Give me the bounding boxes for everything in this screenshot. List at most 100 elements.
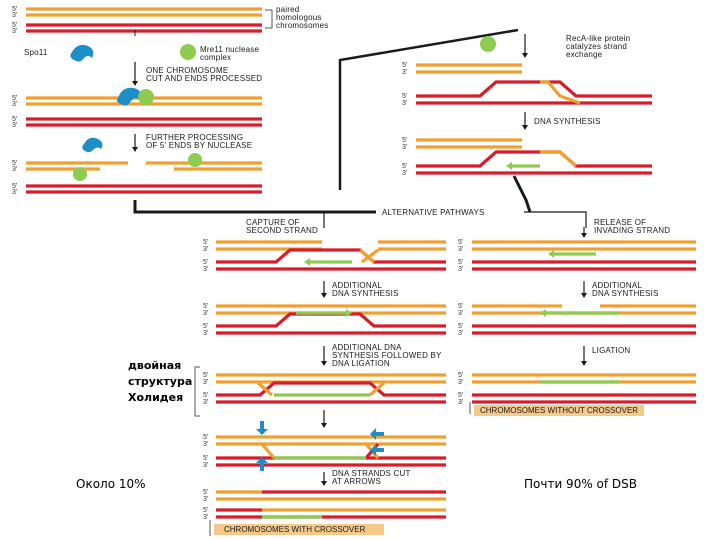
arrow-head-icon: [581, 293, 587, 298]
strand-end-label: 3': [203, 514, 208, 521]
synthesis-arrow-icon: [540, 309, 546, 317]
strand-end-label: 5': [203, 489, 208, 496]
strand-end-label: 3': [458, 399, 463, 406]
arrow-head-icon: [321, 423, 327, 428]
step-label-additional-synthesis-right: DNA SYNTHESIS: [592, 289, 659, 298]
strand-end-label: 5': [203, 303, 208, 310]
strand-end-label: 5': [12, 160, 17, 167]
mre11-label: Mre11 nuclease: [200, 45, 259, 54]
strand-end-label: 3': [458, 246, 463, 253]
strand-end-label: 3': [458, 266, 463, 273]
strand-end-label: 3': [12, 166, 17, 173]
strand-end-label: 5': [12, 22, 17, 29]
caption-box: [474, 405, 644, 416]
strand-end-label: 3': [203, 462, 208, 469]
strand-end-label: 5': [203, 323, 208, 330]
mre11-complex-icon: [138, 89, 154, 105]
dna-strand: [260, 442, 276, 460]
step-label-cut: CUT AND ENDS PROCESSED: [146, 74, 262, 83]
synthesis-arrow-icon: [304, 258, 310, 266]
connector-lines: [133, 9, 587, 536]
arrow-head-icon: [522, 125, 528, 130]
strand-end-label: 3': [203, 399, 208, 406]
step-label-additional-synthesis-right: ADDITIONAL: [592, 281, 642, 290]
strand-end-label: 5': [203, 372, 208, 379]
arrow-head-icon: [581, 233, 587, 238]
arrow-head-icon: [321, 361, 327, 366]
strand-end-label: 3': [12, 28, 17, 35]
strand-end-label: 5': [402, 62, 407, 69]
release-invading-strand-label: RELEASE OF: [594, 218, 646, 227]
strand-end-label: 3': [402, 100, 407, 107]
dna-strand: [540, 80, 581, 105]
spo11-label: Spo11: [24, 48, 48, 57]
strand-end-label: 3': [458, 330, 463, 337]
strand-end-label: 3': [12, 122, 17, 129]
crossover-percent-label: Около 10%: [76, 477, 146, 491]
arrow-head-icon: [581, 361, 587, 366]
alternative-pathways-label: ALTERNATIVE PATHWAYS: [382, 208, 485, 217]
strand-end-label: 3': [12, 189, 17, 196]
arrow-head-icon: [522, 53, 528, 58]
strand-end-label: 3': [203, 379, 208, 386]
bracket: [265, 9, 273, 29]
strand-end-label: 5': [12, 6, 17, 13]
step-label-ligation: LIGATION: [592, 346, 630, 355]
synthesis-arrow-icon: [548, 250, 554, 258]
reca-protein-icon: [480, 36, 496, 52]
strand-end-label: 3': [402, 144, 407, 151]
strand-end-label: 5': [12, 183, 17, 190]
strand-end-label: 3': [402, 170, 407, 177]
strand-end-label: 5': [203, 455, 208, 462]
step-label-synthesis-ligation: ADDITIONAL DNA: [332, 343, 402, 352]
step-label-synthesis-ligation: DNA LIGATION: [332, 359, 390, 368]
mre11-complex-icon: [180, 44, 196, 60]
strand-end-label: 3': [203, 310, 208, 317]
dna-strand: [256, 381, 274, 397]
step-label-further-processing: OF 5' ENDS BY NUCLEASE: [146, 141, 252, 150]
synthesis-arrow-icon: [506, 162, 512, 170]
strand-end-label: 5': [458, 259, 463, 266]
process-arrows: [132, 34, 587, 486]
dna-strand: [368, 381, 386, 397]
step-label-dna-synthesis: DNA SYNTHESIS: [534, 117, 601, 126]
dna-strand: [216, 312, 446, 328]
strand-end-label: 3': [12, 12, 17, 19]
strand-end-label: 5': [203, 392, 208, 399]
arrow-head-icon: [132, 147, 138, 152]
paired-chromosomes-label: homologous: [276, 13, 322, 22]
spo11-protein-icon: [70, 44, 94, 62]
cut-arrow-icon: [256, 421, 268, 435]
labels-layer: 5'3'5'3'5'3'5'3'5'3'5'3'5'3'5'3'5'3'5'3'…: [12, 5, 670, 534]
reca-label: catalyzes strand: [566, 42, 627, 51]
connector-line: [338, 28, 519, 190]
double-holliday-junction-label: двойная: [128, 359, 181, 372]
arrow-head-icon: [321, 293, 327, 298]
cut-arrow-icon: [370, 428, 384, 440]
spo11-protein-icon: [117, 87, 142, 106]
strand-end-label: 3': [12, 101, 17, 108]
paired-chromosomes-label: paired: [276, 5, 299, 14]
mre11-label: complex: [200, 53, 231, 62]
strand-end-label: 3': [458, 310, 463, 317]
strand-end-label: 5': [203, 259, 208, 266]
caption-boxes: [214, 405, 644, 535]
reca-label: exchange: [566, 50, 603, 59]
mre11-complex-icon: [73, 167, 87, 181]
reca-label: RecA-like protein: [566, 34, 630, 43]
step-label-cut-at-arrows: DNA STRANDS CUT: [332, 469, 411, 478]
cut-arrow-icon: [370, 444, 384, 456]
dna-strand: [416, 150, 652, 168]
dna-strand: [540, 150, 578, 168]
dna-strand: [216, 381, 446, 397]
release-invading-strand-label: INVADING STRAND: [594, 226, 670, 235]
strand-end-label: 3': [458, 379, 463, 386]
synthesis-arrow-icon: [346, 309, 352, 317]
arrow-head-icon: [132, 81, 138, 86]
step-label-cut: ONE CHROMOSOME: [146, 66, 228, 75]
strand-end-label: 5': [402, 163, 407, 170]
strand-end-label: 3': [402, 69, 407, 76]
strand-end-label: 3': [203, 496, 208, 503]
caption-box: [214, 524, 384, 535]
strand-end-label: 5': [402, 93, 407, 100]
